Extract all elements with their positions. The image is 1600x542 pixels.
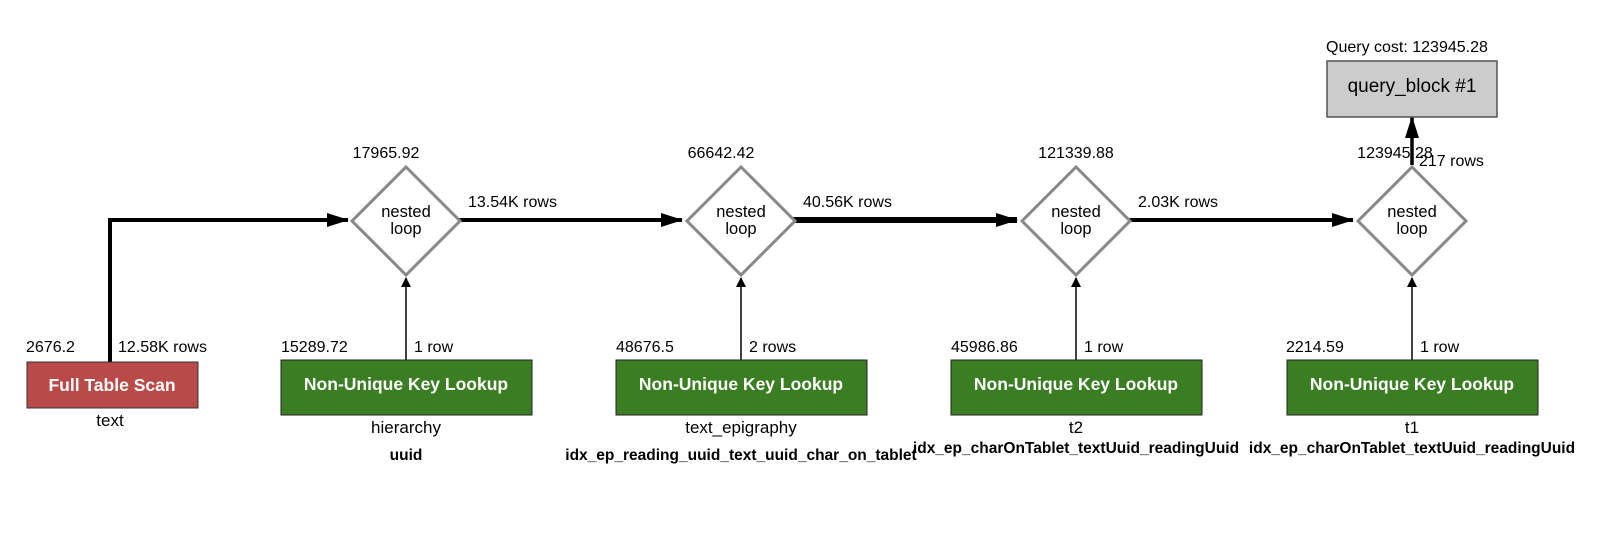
- loop1-label-line2: loop: [390, 220, 421, 238]
- nested-loop-3[interactable]: [1019, 164, 1133, 278]
- lookup2-cost: 48676.5: [616, 339, 674, 356]
- lookup1-table: hierarchy: [371, 418, 441, 437]
- loop4-label-line1: nested: [1387, 203, 1437, 221]
- lookup2-index: idx_ep_reading_uuid_text_uuid_char_on_ta…: [565, 447, 916, 464]
- loop2-label-line1: nested: [716, 203, 766, 221]
- scan-cost: 2676.2: [26, 339, 75, 356]
- loop3-cost: 121339.88: [1038, 145, 1114, 162]
- loop1-label-line1: nested: [381, 203, 431, 221]
- edge-scan-to-loop1: [108, 213, 349, 362]
- loop2-label-line2: loop: [725, 220, 756, 238]
- full-table-scan-box[interactable]: [26, 361, 199, 409]
- query-cost-label: Query cost: 123945.28: [1326, 39, 1488, 56]
- lookup1-rows: 1 row: [414, 339, 454, 356]
- loop3-label-line2: loop: [1060, 220, 1091, 238]
- lookup3-cost: 45986.86: [951, 339, 1018, 356]
- loop4-label-line2: loop: [1396, 220, 1427, 238]
- lookup3-table: t2: [1069, 418, 1083, 437]
- lookup4-rows: 1 row: [1420, 339, 1460, 356]
- lookup4-label: Non-Unique Key Lookup: [1310, 374, 1514, 394]
- loop2-cost: 66642.42: [688, 145, 755, 162]
- lookup2-label: Non-Unique Key Lookup: [639, 374, 843, 394]
- loop1-cost: 17965.92: [353, 145, 420, 162]
- lookup3-label: Non-Unique Key Lookup: [974, 374, 1178, 394]
- loop3-rows: 2.03K rows: [1138, 194, 1218, 211]
- lookup3-rows: 1 row: [1084, 339, 1124, 356]
- lookup-box-2[interactable]: [615, 359, 868, 416]
- nested-loop-4[interactable]: [1355, 164, 1469, 278]
- lookup2-rows: 2 rows: [749, 339, 796, 356]
- lookup4-cost: 2214.59: [1286, 339, 1344, 356]
- lookup1-index: uuid: [390, 447, 423, 464]
- lookup3-index: idx_ep_charOnTablet_textUuid_readingUuid: [913, 440, 1239, 457]
- lookup-box-4[interactable]: [1286, 359, 1539, 416]
- loop1-rows: 13.54K rows: [468, 194, 557, 211]
- lookup4-index: idx_ep_charOnTablet_textUuid_readingUuid: [1249, 440, 1575, 457]
- loop2-rows: 40.56K rows: [803, 194, 892, 211]
- lookup-box-1[interactable]: [280, 359, 533, 416]
- scan-rows: 12.58K rows: [118, 339, 207, 356]
- lookup2-table: text_epigraphy: [685, 418, 797, 437]
- lookup1-label: Non-Unique Key Lookup: [304, 374, 508, 394]
- query-block-label: query_block #1: [1348, 76, 1477, 97]
- query-block-box[interactable]: [1326, 60, 1498, 118]
- lookup-box-3[interactable]: [950, 359, 1203, 416]
- scan-label: Full Table Scan: [48, 375, 175, 395]
- lookup1-cost: 15289.72: [281, 339, 348, 356]
- loop4-rows: 217 rows: [1419, 153, 1484, 170]
- nested-loop-1[interactable]: [349, 164, 463, 278]
- scan-table: text: [96, 411, 124, 430]
- loop3-label-line1: nested: [1051, 203, 1101, 221]
- lookup4-table: t1: [1405, 418, 1419, 437]
- loop4-cost: 123945.28: [1357, 145, 1433, 162]
- nested-loop-2[interactable]: [684, 164, 798, 278]
